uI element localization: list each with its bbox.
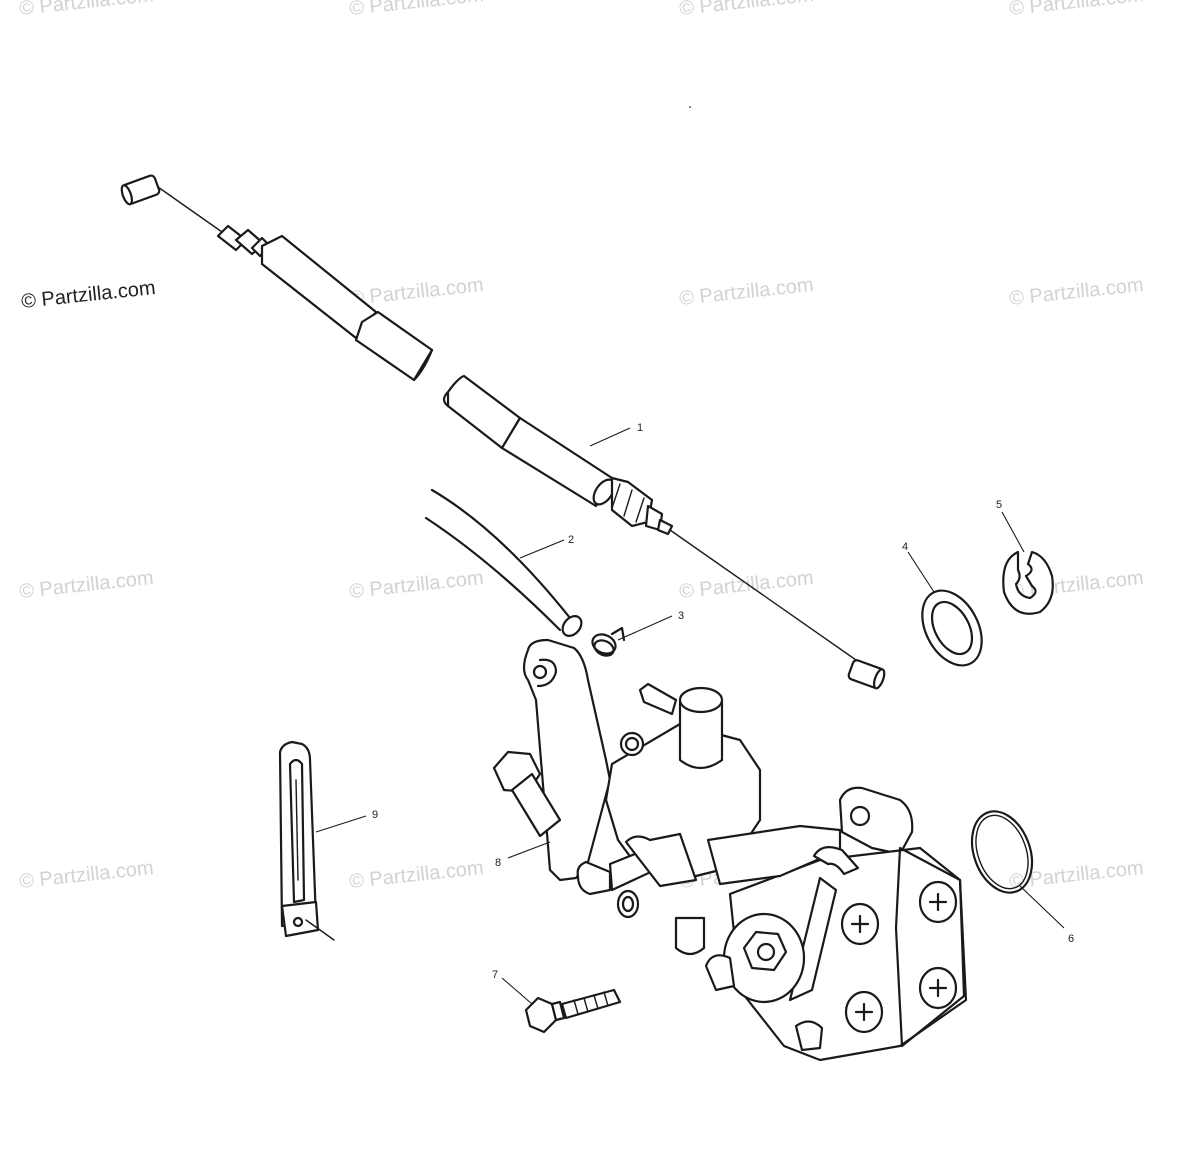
watermark: © Partzilla.com bbox=[18, 567, 154, 603]
watermark: © Partzilla.com bbox=[678, 567, 814, 603]
leader-1 bbox=[589, 427, 631, 447]
part-2-oil-hose bbox=[424, 488, 583, 637]
callout-7: 7 bbox=[492, 969, 498, 981]
callout-6: 6 bbox=[1068, 933, 1074, 945]
watermark: © Partzilla.com bbox=[348, 857, 484, 893]
part-5-e-clip bbox=[1002, 550, 1054, 615]
callout-1: 1 bbox=[637, 422, 643, 434]
leader-7 bbox=[501, 977, 533, 1005]
pump-screw bbox=[844, 990, 884, 1034]
watermark: © Partzilla.com bbox=[18, 0, 154, 20]
part-9-level-strip bbox=[278, 740, 335, 941]
callout-8: 8 bbox=[495, 857, 501, 869]
watermark: © Partzilla.com bbox=[18, 857, 154, 893]
part-1-throttle-cable bbox=[120, 174, 886, 690]
watermark: © Partzilla.com bbox=[678, 0, 814, 20]
callout-9: 9 bbox=[372, 809, 378, 821]
part-8-oil-pump bbox=[492, 638, 968, 1062]
callout-2: 2 bbox=[568, 534, 574, 546]
callout-3: 3 bbox=[678, 610, 684, 622]
pump-screw bbox=[840, 902, 880, 946]
watermark: © Partzilla.com bbox=[678, 274, 814, 310]
callout-4: 4 bbox=[902, 541, 908, 553]
callout-5: 5 bbox=[996, 499, 1002, 511]
leader-6 bbox=[1019, 885, 1065, 929]
watermark: © Partzilla.com bbox=[348, 567, 484, 603]
pump-screw bbox=[918, 966, 958, 1010]
watermark-primary: © Partzilla.com bbox=[20, 277, 156, 313]
stray-dot bbox=[689, 106, 691, 108]
leader-lines bbox=[315, 427, 1065, 1005]
leader-4 bbox=[907, 551, 935, 593]
leader-2 bbox=[519, 539, 565, 559]
callout-labels: 1 2 3 4 5 6 7 8 9 bbox=[372, 422, 1074, 981]
leader-5 bbox=[1001, 511, 1025, 553]
watermark: © Partzilla.com bbox=[1008, 0, 1144, 20]
watermark: © Partzilla.com bbox=[348, 0, 484, 20]
part-7-bolt bbox=[524, 988, 622, 1034]
part-6-o-ring bbox=[970, 810, 1034, 894]
leader-9 bbox=[315, 815, 367, 833]
watermark: © Partzilla.com bbox=[1008, 274, 1144, 310]
pump-screw bbox=[918, 880, 958, 924]
leader-3 bbox=[617, 615, 673, 641]
watermark: © Partzilla.com bbox=[348, 274, 484, 310]
leader-8 bbox=[507, 841, 551, 859]
part-4-washer bbox=[921, 589, 983, 667]
part-3-hose-clamp bbox=[591, 626, 626, 657]
